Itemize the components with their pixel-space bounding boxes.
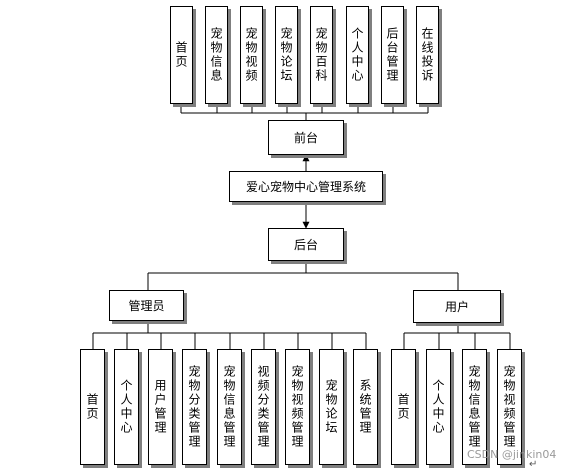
node-label: 宠物视频管理 — [502, 365, 516, 449]
admin-module-node: 首页 — [80, 349, 105, 465]
frontend-module-node: 宠物论坛 — [275, 6, 298, 104]
admin-node: 管理员 — [109, 290, 184, 321]
node-label: 宠物信息管理 — [222, 365, 236, 449]
frontend-module-node: 首页 — [170, 6, 193, 104]
frontend-module-node: 在线投诉 — [416, 6, 439, 104]
node-label: 宠物视频 — [244, 27, 258, 83]
system-title-node: 爱心宠物中心管理系统 — [229, 171, 383, 202]
node-label: 个人中心 — [350, 27, 364, 83]
node-label: 用户管理 — [153, 379, 167, 435]
node-label: 宠物论坛 — [324, 379, 338, 435]
admin-label: 管理员 — [128, 299, 165, 313]
frontend-label: 前台 — [293, 131, 318, 145]
node-label: 首页 — [85, 393, 99, 421]
backend-label: 后台 — [293, 238, 318, 252]
frontend-module-node: 个人中心 — [346, 6, 369, 104]
node-label: 个人中心 — [431, 379, 445, 435]
node-label: 宠物论坛 — [279, 27, 293, 83]
admin-module-node: 用户管理 — [148, 349, 173, 465]
admin-module-node: 视频分类管理 — [251, 349, 276, 465]
admin-module-node: 宠物视频管理 — [285, 349, 310, 465]
backend-node: 后台 — [268, 228, 344, 261]
user-module-node: 宠物信息管理 — [462, 349, 487, 465]
frontend-module-node: 宠物视频 — [240, 6, 263, 104]
node-label: 个人中心 — [119, 379, 133, 435]
node-label: 在线投诉 — [420, 27, 434, 83]
frontend-node: 前台 — [268, 120, 344, 155]
admin-module-node: 个人中心 — [114, 349, 139, 465]
node-label: 视频分类管理 — [256, 365, 270, 449]
system-title: 爱心宠物中心管理系统 — [245, 180, 366, 194]
node-label: 宠物分类管理 — [187, 365, 201, 449]
frontend-module-node: 后台管理 — [381, 6, 404, 104]
node-label: 宠物信息管理 — [467, 365, 481, 449]
frontend-module-node: 宠物百科 — [310, 6, 333, 104]
admin-module-node: 宠物分类管理 — [182, 349, 207, 465]
node-label: 宠物信息 — [209, 27, 223, 83]
frontend-module-node: 宠物信息 — [205, 6, 228, 104]
node-label: 宠物百科 — [314, 27, 328, 83]
user-module-node: 宠物视频管理 — [497, 349, 522, 465]
return-glyph: ↵ — [529, 459, 538, 470]
node-label: 宠物视频管理 — [290, 365, 304, 449]
csdn-watermark: CSDN @jinkin04 — [467, 448, 557, 461]
node-label: 首页 — [174, 41, 188, 69]
node-label: 系统管理 — [358, 379, 372, 435]
admin-module-node: 系统管理 — [353, 349, 378, 465]
user-module-node: 个人中心 — [426, 349, 451, 465]
node-label: 首页 — [396, 393, 410, 421]
node-label: 后台管理 — [385, 27, 399, 83]
user-module-node: 首页 — [391, 349, 416, 465]
admin-module-node: 宠物信息管理 — [217, 349, 242, 465]
admin-module-node: 宠物论坛 — [319, 349, 344, 465]
user-node: 用户 — [413, 290, 501, 323]
user-label: 用户 — [444, 300, 469, 314]
